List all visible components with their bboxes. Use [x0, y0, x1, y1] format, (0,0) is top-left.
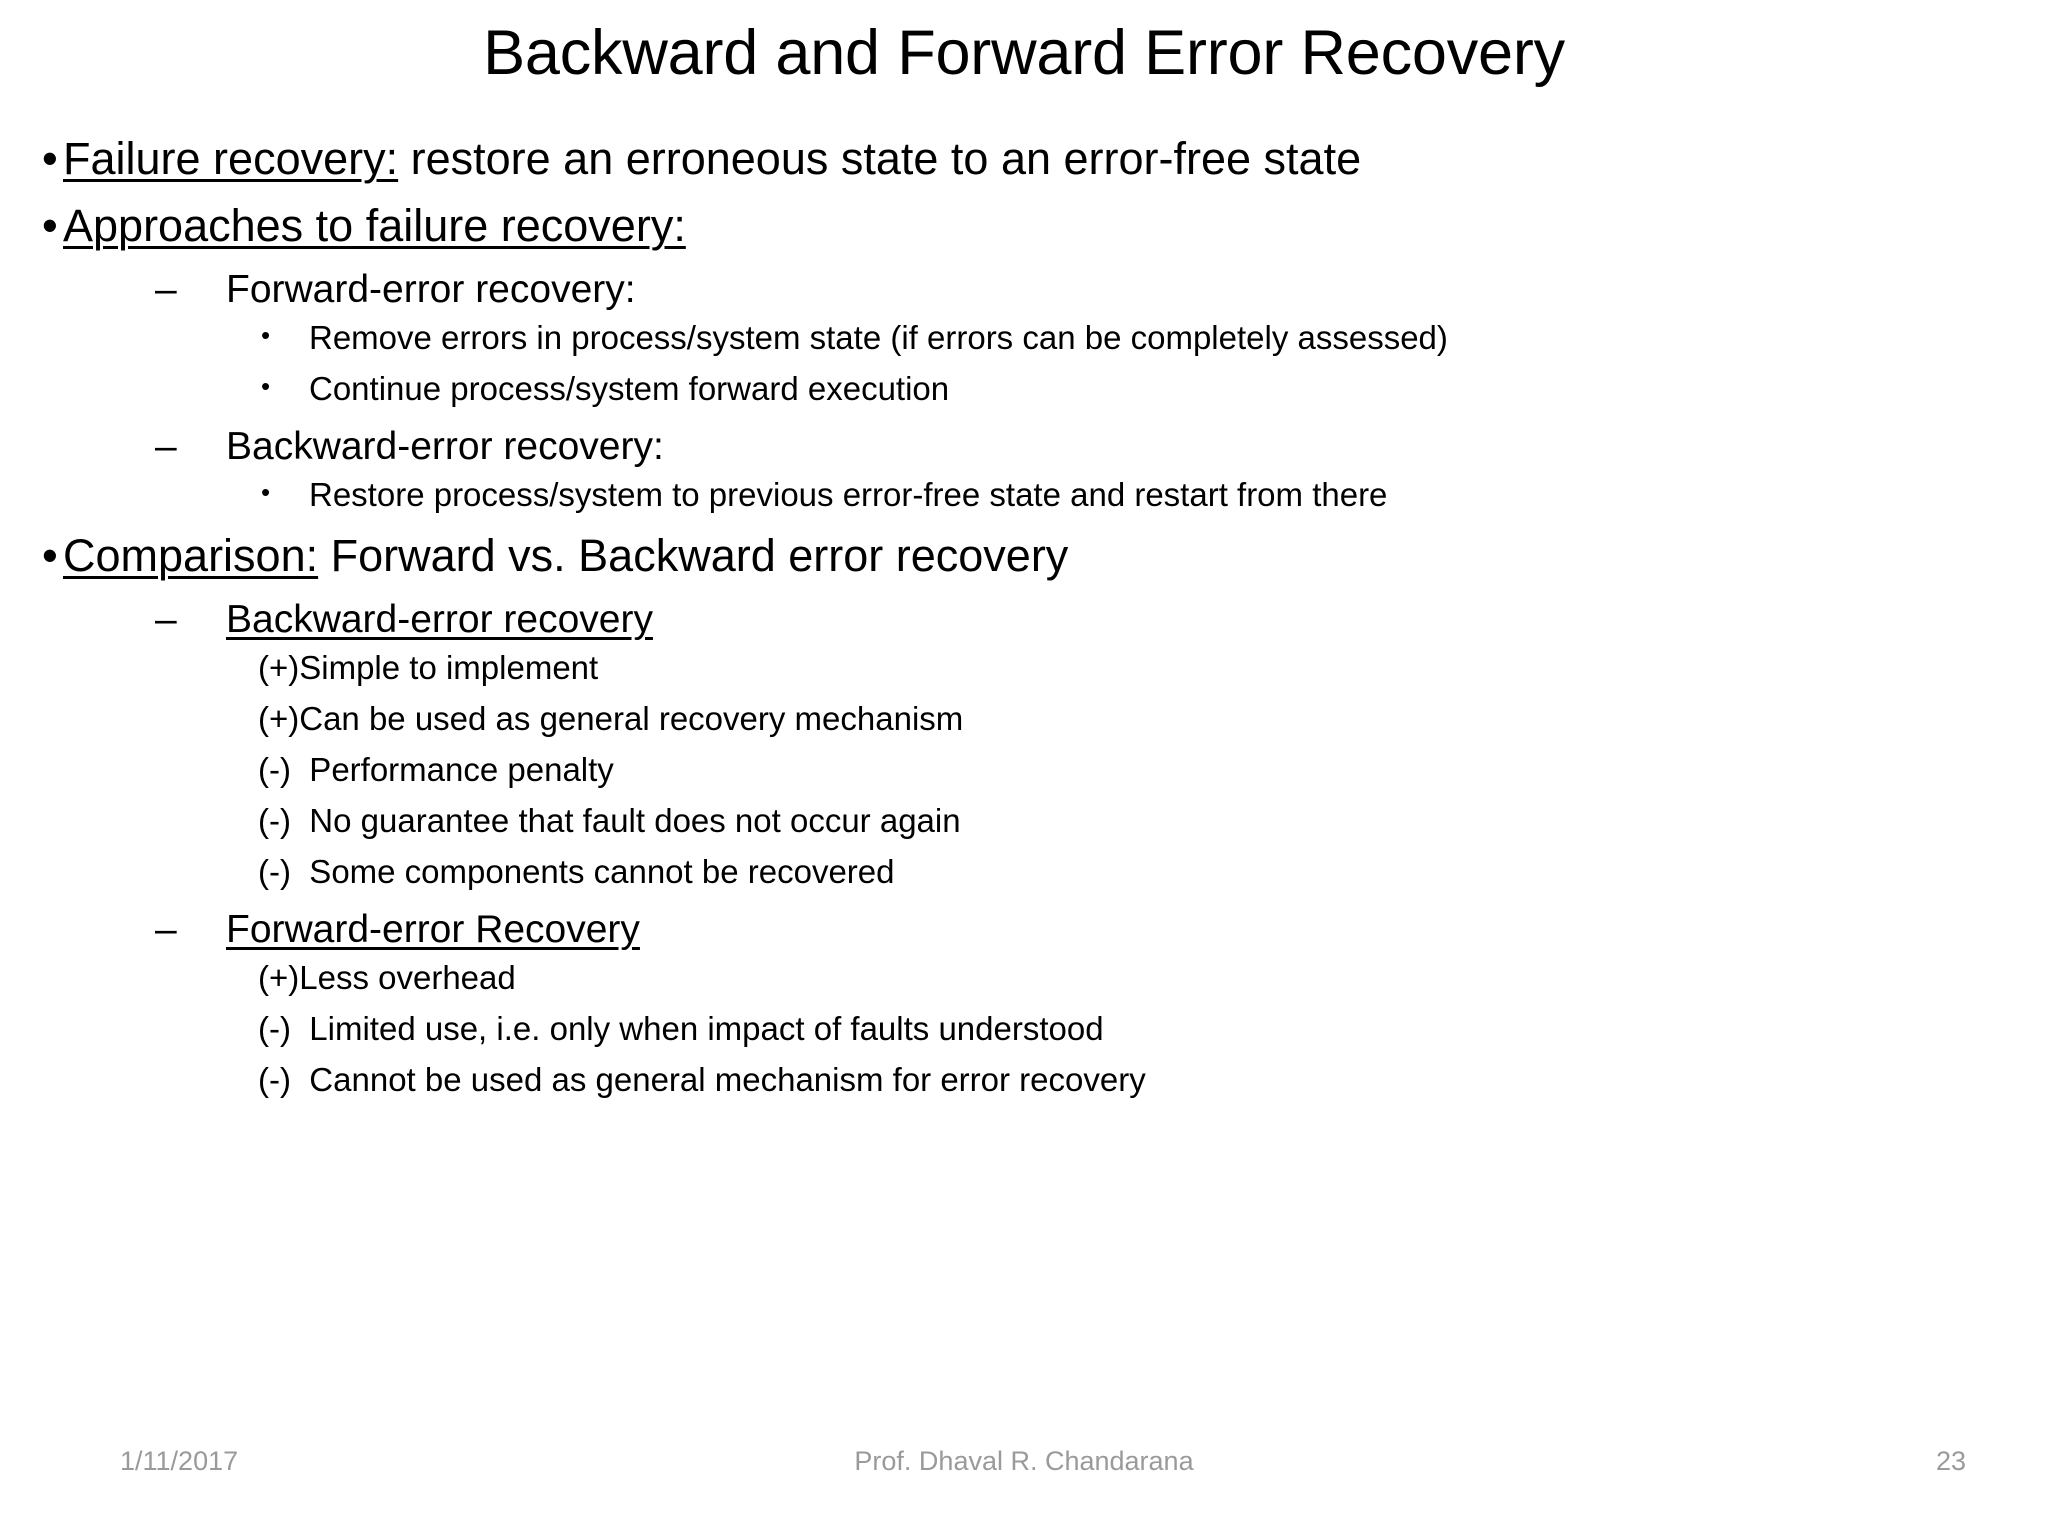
bullet-level1: • Approaches to failure recovery:	[42, 203, 2002, 248]
bullet-dot-icon: •	[261, 320, 271, 350]
pro-con-text: (+)Less overhead	[258, 959, 516, 996]
bullet-text: Backward-error recovery	[226, 600, 653, 639]
footer-author: Prof. Dhaval R. Chandarana	[854, 1446, 1194, 1476]
dash-icon: –	[155, 425, 177, 468]
slide-body: • Failure recovery: restore an erroneous…	[42, 136, 2002, 1114]
bullet-level2: – Backward-error recovery:	[42, 427, 2002, 466]
bullet-text: Forward-error recovery:	[226, 268, 636, 311]
bullet-text-rest: restore an erroneous state to an error-f…	[398, 133, 1362, 184]
page-title: Backward and Forward Error Recovery	[483, 18, 1565, 88]
bullet-text-underlined: Failure recovery:	[63, 133, 399, 184]
bullet-text-underlined: Backward-error recovery	[226, 598, 653, 641]
pro-con-item: (+)Less overhead	[42, 961, 2002, 994]
pro-con-text: (-) Some components cannot be recovered	[258, 853, 895, 890]
bullet-level2: – Forward-error Recovery	[42, 910, 2002, 949]
footer-date: 1/11/2017	[120, 1446, 239, 1476]
bullet-text: Failure recovery: restore an erroneous s…	[63, 136, 1361, 181]
bullet-text: Backward-error recovery:	[226, 425, 664, 468]
bullet-text-underlined: Approaches to failure recovery:	[63, 200, 686, 251]
bullet-level2: – Forward-error recovery:	[42, 270, 2002, 309]
pro-con-text: (-) Performance penalty	[258, 751, 614, 788]
bullet-text: Approaches to failure recovery:	[63, 203, 686, 248]
bullet-level2: – Backward-error recovery	[42, 600, 2002, 639]
bullet-text-rest: Forward vs. Backward error recovery	[318, 530, 1069, 581]
dash-icon: –	[155, 268, 177, 311]
footer-page-number: 23	[1935, 1446, 1966, 1476]
pro-con-text: (-) Limited use, i.e. only when impact o…	[258, 1010, 1104, 1047]
bullet-level3: • Continue process/system forward execut…	[42, 370, 2002, 407]
bullet-text: Restore process/system to previous error…	[309, 476, 1388, 513]
pro-con-item: (+)Can be used as general recovery mecha…	[42, 702, 2002, 735]
pro-con-item: (-) Limited use, i.e. only when impact o…	[42, 1012, 2002, 1045]
pro-con-item: (-) Performance penalty	[42, 753, 2002, 786]
pro-con-text: (-) No guarantee that fault does not occ…	[258, 802, 961, 839]
bullet-dot-icon: •	[42, 530, 58, 581]
bullet-level1: • Comparison: Forward vs. Backward error…	[42, 533, 2002, 578]
bullet-text: Continue process/system forward executio…	[309, 370, 950, 407]
bullet-text: Comparison: Forward vs. Backward error r…	[63, 533, 1068, 578]
bullet-text: Remove errors in process/system state (i…	[309, 319, 1448, 356]
bullet-dot-icon: •	[261, 477, 271, 507]
dash-icon: –	[155, 908, 177, 951]
bullet-dot-icon: •	[42, 133, 58, 184]
dash-icon: –	[155, 598, 177, 641]
pro-con-item: (+)Simple to implement	[42, 651, 2002, 684]
bullet-dot-icon: •	[42, 200, 58, 251]
pro-con-text: (-) Cannot be used as general mechanism …	[258, 1061, 1146, 1098]
pro-con-item: (-) Some components cannot be recovered	[42, 855, 2002, 888]
bullet-text: Forward-error Recovery	[226, 910, 640, 949]
pro-con-item: (-) Cannot be used as general mechanism …	[42, 1063, 2002, 1096]
bullet-level3: • Remove errors in process/system state …	[42, 319, 2002, 356]
slide-footer: 1/11/2017 Prof. Dhaval R. Chandarana 23	[0, 1448, 2048, 1498]
pro-con-text: (+)Simple to implement	[258, 649, 599, 686]
bullet-level3: • Restore process/system to previous err…	[42, 476, 2002, 513]
bullet-text-underlined: Forward-error Recovery	[226, 908, 640, 951]
pro-con-text: (+)Can be used as general recovery mecha…	[258, 700, 964, 737]
pro-con-item: (-) No guarantee that fault does not occ…	[42, 804, 2002, 837]
bullet-text-underlined: Comparison:	[63, 530, 319, 581]
bullet-dot-icon: •	[261, 371, 271, 401]
bullet-level1: • Failure recovery: restore an erroneous…	[42, 136, 2002, 181]
